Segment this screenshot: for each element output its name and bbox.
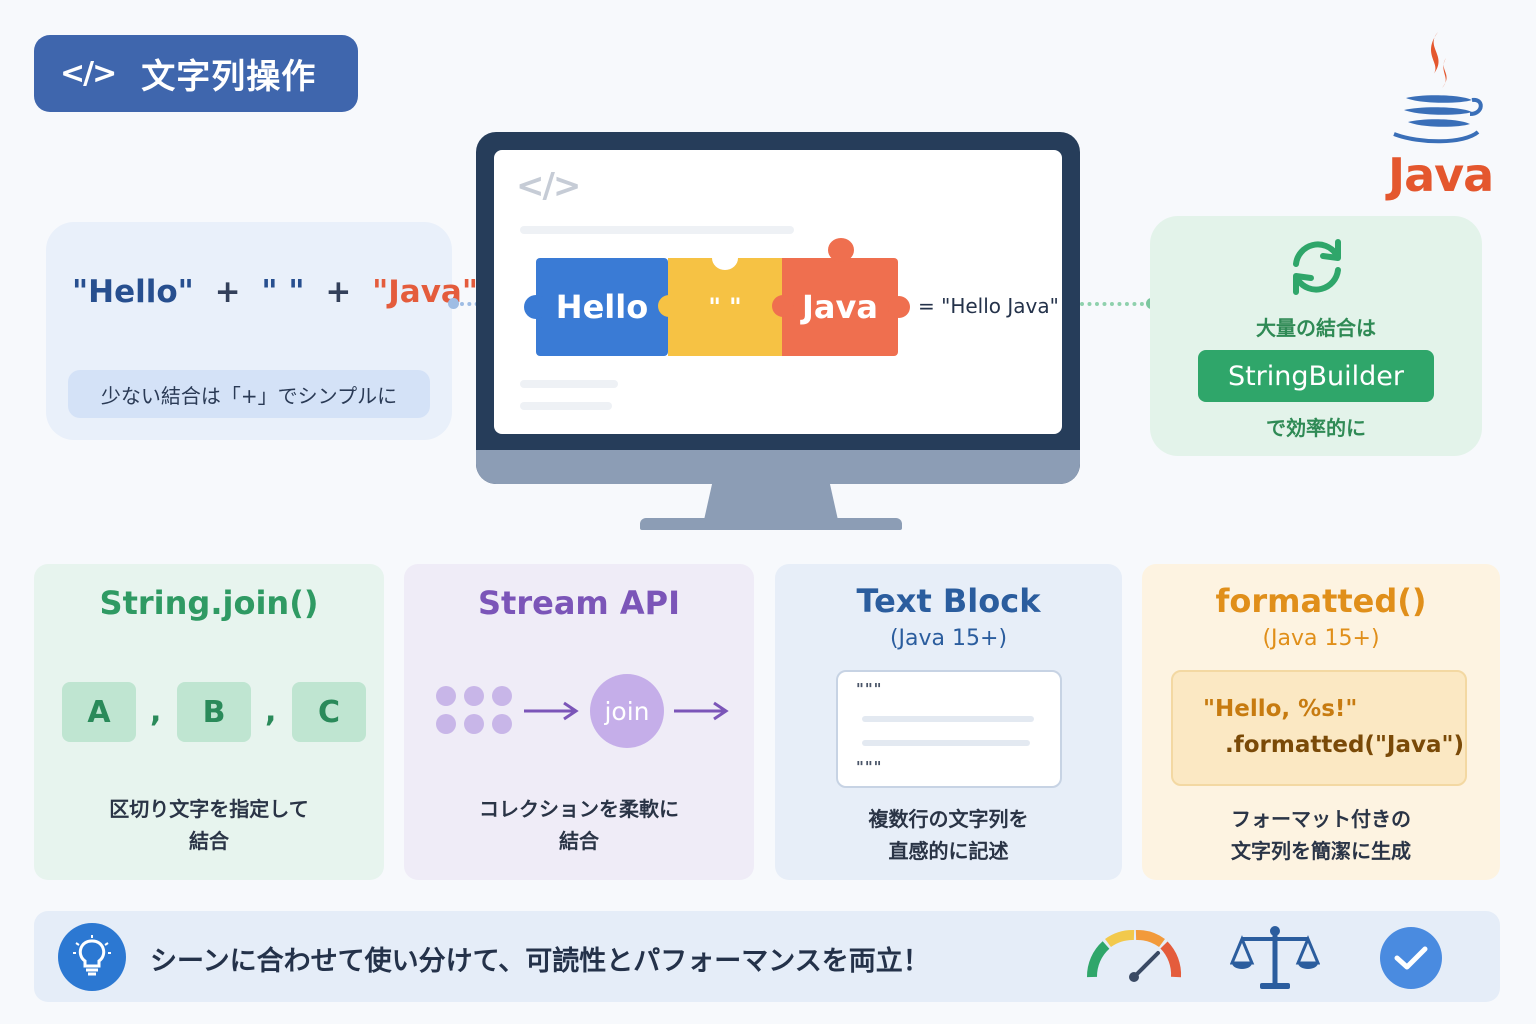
placeholder-line (862, 740, 1030, 746)
card-title: String.join() (99, 584, 319, 622)
placeholder-line (520, 380, 618, 388)
monitor-chin (476, 450, 1080, 484)
stringbuilder-caption-bottom: で効率的に (1266, 416, 1366, 440)
plus-operator: + (214, 274, 241, 310)
placeholder-line (520, 226, 794, 234)
plus-operator: + (325, 274, 352, 310)
card-title: formatted() (1215, 582, 1427, 620)
formatted-sample: "Hello, %s!" .formatted("Java") (1171, 670, 1467, 786)
monitor-base (640, 518, 902, 530)
card-stream-api: Stream API join コレクションを柔軟に 結合 (404, 564, 754, 880)
card-description-line1: コレクションを柔軟に (479, 797, 679, 821)
card-subtitle: (Java 15+) (889, 626, 1008, 651)
code-icon: </> (516, 166, 581, 206)
card-text-block: Text Block (Java 15+) """ """ 複数行の文字列を 直… (775, 564, 1122, 880)
summary-banner: シーンに合わせて使い分けて、可読性とパフォーマンスを両立！ (34, 911, 1500, 1002)
card-description-line1: 区切り文字を指定して (109, 797, 309, 821)
triple-quote: """ (856, 758, 883, 776)
concat-expression: "Hello" + " " + "Java" (72, 274, 478, 310)
format-string: "Hello, %s!" (1203, 696, 1358, 722)
puzzle-label-hello: Hello (555, 288, 649, 326)
puzzle-piece-space: " " (658, 246, 782, 356)
coffee-cup-icon (1393, 32, 1483, 144)
check-icon (1380, 927, 1442, 989)
refresh-icon (1293, 239, 1341, 295)
java-logo-text: Java (1388, 148, 1494, 202)
stringbuilder-caption-top: 大量の結合は (1256, 316, 1376, 340)
card-subtitle: (Java 15+) (1262, 626, 1380, 651)
monitor-screen: </> Hello " " Java = "Hello Java" (494, 150, 1062, 434)
right-connector (1080, 298, 1158, 310)
scale-icon (1230, 926, 1320, 989)
card-formatted: formatted() (Java 15+) "Hello, %s!" .for… (1142, 564, 1500, 880)
arrow-right-icon (674, 701, 729, 721)
string-hello: "Hello" (72, 274, 194, 310)
puzzle-piece-hello: Hello (524, 258, 668, 356)
format-call: .formatted("Java") (1225, 732, 1465, 758)
java-logo: Java (1380, 28, 1494, 202)
puzzle-piece-java: Java (772, 238, 910, 356)
stringbuilder-label: StringBuilder (1198, 350, 1434, 402)
concat-result: = "Hello Java" (918, 294, 1059, 318)
card-string-join: String.join() A , B , C 区切り文字を指定して 結合 (34, 564, 384, 880)
card-title: Text Block (856, 582, 1041, 620)
card-description-line1: フォーマット付きの (1231, 807, 1411, 831)
triple-quote: """ (856, 680, 883, 698)
plus-operator-note: 少ない結合は「+」でシンプルに (68, 370, 430, 418)
gauge-icon (1087, 930, 1182, 982)
code-icon: </> (60, 56, 117, 91)
card-description-line2: 直感的に記述 (888, 839, 1009, 863)
text-block-sample: """ """ (836, 670, 1062, 788)
separator-comma: , (265, 694, 277, 729)
letter-box-a: A (62, 682, 136, 742)
card-description-line2: 結合 (189, 829, 229, 853)
card-description-line2: 結合 (559, 829, 599, 853)
plus-operator-panel: "Hello" + " " + "Java" 少ない結合は「+」でシンプルに (46, 222, 478, 440)
lightbulb-icon (58, 923, 126, 991)
stringbuilder-panel: 大量の結合は StringBuilder で効率的に (1150, 216, 1482, 456)
puzzle-label-java: Java (802, 288, 878, 326)
separator-comma: , (150, 694, 162, 729)
card-description-line1: 複数行の文字列を (868, 807, 1029, 831)
letter-box-b: B (177, 682, 251, 742)
page-title: 文字列操作 (141, 57, 317, 97)
monitor-stand (704, 484, 838, 520)
letter-box-c: C (292, 682, 366, 742)
join-circle: join (590, 674, 664, 748)
page-title-badge: </> 文字列操作 (34, 35, 358, 112)
monitor: </> Hello " " Java = "Hello Java" (476, 132, 1080, 484)
puzzle-label-space: " " (708, 293, 742, 321)
placeholder-line (862, 716, 1034, 722)
card-title: Stream API (477, 584, 681, 622)
placeholder-line (520, 402, 612, 410)
string-space: " " (261, 274, 305, 310)
card-description-line2: 文字列を簡潔に生成 (1231, 839, 1411, 863)
arrow-right-icon (524, 701, 579, 721)
summary-message: シーンに合わせて使い分けて、可読性とパフォーマンスを両立！ (150, 946, 930, 977)
